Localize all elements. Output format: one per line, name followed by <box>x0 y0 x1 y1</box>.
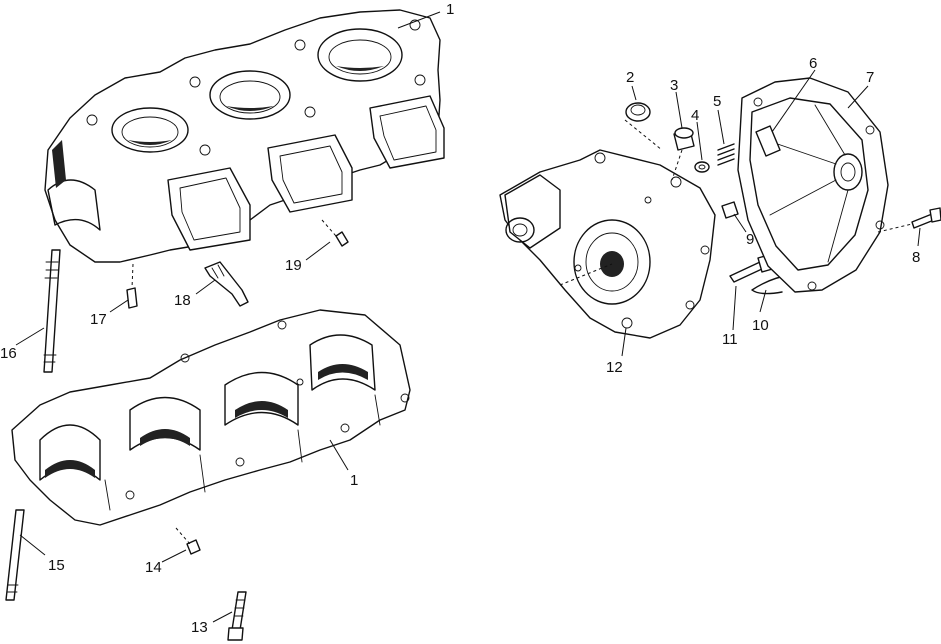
callout-10: 10 <box>752 317 769 334</box>
stud-16 <box>43 249 61 373</box>
magneto-housing <box>499 149 716 339</box>
callout-11: 11 <box>722 331 738 348</box>
callout-1-upper: 1 <box>446 1 454 18</box>
seal-2 <box>624 102 663 151</box>
bolt-13 <box>227 591 247 641</box>
callout-15: 15 <box>48 557 65 574</box>
stud-15 <box>5 509 25 601</box>
fitting-19 <box>321 219 349 247</box>
lower-crankcase <box>11 309 411 526</box>
callout-18: 18 <box>174 292 191 309</box>
callout-3: 3 <box>670 77 678 94</box>
callout-1-lower: 1 <box>350 472 358 489</box>
callout-9: 9 <box>746 231 754 248</box>
callout-7: 7 <box>866 69 874 86</box>
spring-5 <box>717 143 735 166</box>
callout-13: 13 <box>191 619 208 636</box>
washer-4 <box>694 161 710 173</box>
bearing-6 <box>755 125 781 157</box>
callout-4: 4 <box>691 107 699 124</box>
callout-labels: 1 1 2 3 4 5 6 7 8 9 10 11 12 13 14 15 16… <box>0 1 920 636</box>
dowel-14 <box>175 527 201 555</box>
callout-14: 14 <box>145 559 162 576</box>
callout-2: 2 <box>626 69 634 86</box>
callout-19: 19 <box>285 257 302 274</box>
bolt-8 <box>877 207 941 233</box>
plug-3 <box>671 127 695 181</box>
dowel-17 <box>126 263 138 309</box>
callout-8: 8 <box>912 249 920 266</box>
callout-16: 16 <box>0 345 17 362</box>
cover-7 <box>737 77 889 293</box>
leader-lines <box>15 11 921 623</box>
upper-crankcase <box>44 9 445 263</box>
callout-17: 17 <box>90 311 107 328</box>
callout-12: 12 <box>606 359 623 376</box>
fitting-18 <box>204 261 249 307</box>
callout-5: 5 <box>713 93 721 110</box>
callout-6: 6 <box>809 55 817 72</box>
